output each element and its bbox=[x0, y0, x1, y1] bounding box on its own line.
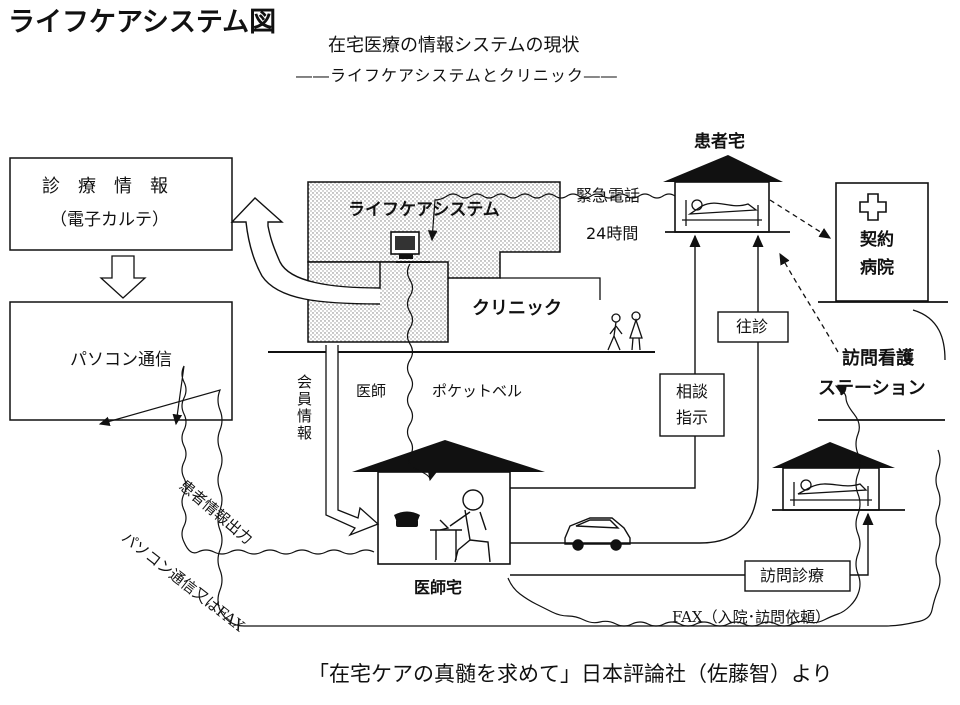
nursing-label-1: 訪問看護 bbox=[842, 348, 914, 369]
hospital-building bbox=[835, 182, 929, 302]
citation: 「在宅ケアの真髄を求めて」日本評論社（佐藤智）より bbox=[308, 662, 833, 686]
fax-wave bbox=[507, 385, 861, 627]
page-title: ライフケアシステム図 bbox=[8, 7, 277, 38]
hospital-label-1: 契約 bbox=[860, 230, 894, 250]
fax-request-label: FAX（入院･訪問依頼） bbox=[672, 608, 831, 626]
clinic-label: クリニック bbox=[472, 298, 562, 319]
emergency-wave bbox=[427, 193, 676, 242]
house-call-box bbox=[717, 311, 789, 343]
visit-care-label: 訪問診療 bbox=[760, 566, 825, 585]
doctor-icon bbox=[430, 489, 491, 563]
visit-care-line bbox=[510, 512, 874, 576]
house-call-line bbox=[510, 234, 764, 544]
doctor-label: 医師 bbox=[356, 382, 387, 400]
clinic-outline bbox=[500, 277, 601, 300]
pc-comm-box bbox=[9, 301, 233, 421]
telephone-icon bbox=[394, 511, 420, 527]
computer-icon bbox=[390, 231, 430, 263]
medical-info-label: 診 療 情 報 bbox=[42, 176, 168, 197]
lifecare-label: ライフケアシステム bbox=[348, 200, 500, 220]
nursing-station-outline bbox=[912, 309, 946, 361]
red-cross-icon bbox=[859, 193, 887, 221]
medical-info-box bbox=[9, 157, 233, 251]
bed-icon bbox=[790, 479, 872, 506]
24-hours-label: 24時間 bbox=[586, 224, 639, 243]
nursing-dashed-arrow bbox=[779, 252, 839, 353]
patient-home bbox=[674, 181, 770, 233]
car-icon bbox=[564, 517, 631, 551]
bed-icon bbox=[682, 199, 762, 226]
consult-label-2: 指示 bbox=[676, 408, 709, 427]
member-info-label: 会員情報 bbox=[295, 374, 313, 442]
consult-box bbox=[659, 373, 725, 437]
pocket-bell-label: ポケットベル bbox=[432, 382, 523, 400]
pc-fax-wave bbox=[98, 389, 941, 627]
pc-comm-label: パソコン通信 bbox=[70, 350, 172, 370]
data-flow-arrow bbox=[230, 197, 381, 305]
second-home bbox=[782, 467, 880, 511]
second-home-roof bbox=[772, 442, 895, 468]
house-call-label: 往診 bbox=[736, 317, 769, 336]
pocket-bell-wave bbox=[406, 263, 437, 482]
nursing-label-2: ステーション bbox=[818, 378, 926, 399]
medical-info-sublabel: （電子カルテ） bbox=[50, 210, 169, 230]
consult-label-1: 相談 bbox=[676, 382, 709, 401]
hospital-label-2: 病院 bbox=[860, 258, 894, 278]
visit-care-box bbox=[744, 560, 851, 592]
diagram-title: 在宅医療の情報システムの現状 bbox=[328, 35, 580, 56]
patient-home-roof bbox=[663, 155, 783, 182]
doctor-home-roof bbox=[352, 440, 545, 472]
diagram-subtitle: ――ライフケアシステムとクリニック―― bbox=[296, 66, 618, 85]
down-arrow bbox=[99, 255, 147, 299]
people-icon bbox=[607, 311, 643, 351]
doctor-home-label: 医師宅 bbox=[414, 578, 463, 597]
patient-info-wave bbox=[172, 365, 375, 555]
hospital-dashed-arrow bbox=[769, 199, 832, 239]
patient-home-label: 患者宅 bbox=[694, 132, 745, 152]
consult-line bbox=[510, 234, 701, 489]
emergency-call-label: 緊急電話 bbox=[576, 186, 641, 205]
